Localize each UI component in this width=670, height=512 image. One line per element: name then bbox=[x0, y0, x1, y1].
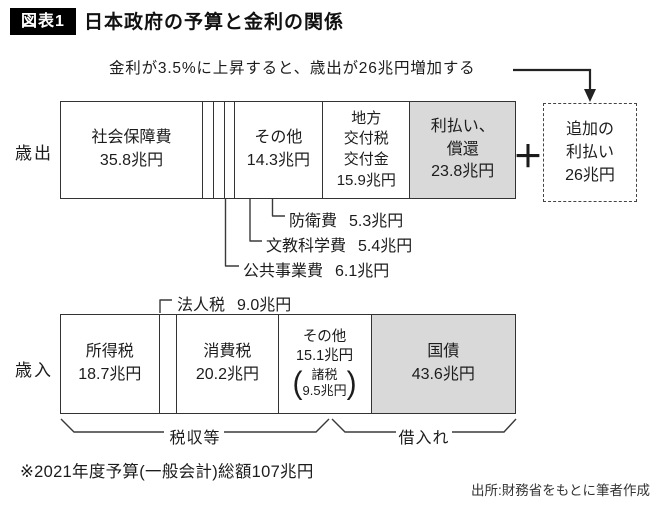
figure-title: 日本政府の予算と金利の関係 bbox=[84, 12, 345, 33]
right-paren: ) bbox=[346, 366, 357, 401]
segment-local-allocation-tax: 地方 交付税 交付金 15.9兆円 bbox=[323, 102, 411, 198]
callout-defense: 防衛費 5.3兆円 bbox=[289, 207, 403, 231]
sub-tax-note: ( 諸税 9.5兆円 ) bbox=[293, 367, 357, 401]
brace-label-borrowing: 借入れ bbox=[398, 430, 450, 447]
segment-value: 14.3兆円 bbox=[246, 152, 310, 169]
figure-tag: 図表1 bbox=[10, 8, 76, 35]
callout-value: 9.0兆円 bbox=[237, 297, 292, 314]
segment-public-works bbox=[203, 102, 215, 198]
additional-interest-box: 追加の 利払い 26兆円 bbox=[543, 103, 637, 202]
segment-others-expenditure: その他 14.3兆円 bbox=[235, 102, 324, 198]
segment-value: 43.6兆円 bbox=[411, 366, 475, 383]
annotation-arrow bbox=[513, 68, 592, 91]
segment-label: その他 bbox=[302, 328, 347, 345]
segment-interest-redemption: 利払い、 償還 23.8兆円 bbox=[410, 102, 515, 198]
segment-label: 利払い、 bbox=[430, 117, 495, 135]
segment-label: 社会保障費 bbox=[91, 129, 172, 147]
segment-government-bonds: 国債 43.6兆円 bbox=[371, 315, 516, 413]
expenditure-row-label: 歳出 bbox=[15, 144, 53, 163]
segment-label: その他 bbox=[254, 129, 303, 147]
callout-value: 5.3兆円 bbox=[349, 213, 404, 230]
callout-corporate-tax: 法人税 9.0兆円 bbox=[177, 291, 291, 315]
callout-value: 6.1兆円 bbox=[335, 263, 390, 280]
segment-value: 18.7兆円 bbox=[78, 366, 142, 383]
source-credit: 出所:財務省をもとに筆者作成 bbox=[471, 483, 650, 498]
callout-public-works: 公共事業費 6.1兆円 bbox=[243, 257, 389, 281]
plus-sign: ＋ bbox=[513, 141, 543, 174]
segment-label: 所得税 bbox=[85, 343, 134, 361]
revenue-row-label: 歳入 bbox=[15, 361, 53, 380]
budget-total-footnote: ※2021年度予算(一般会計)総額107兆円 bbox=[20, 463, 314, 481]
left-paren: ( bbox=[292, 366, 303, 401]
segment-value: 20.2兆円 bbox=[195, 366, 259, 383]
callout-label: 法人税 bbox=[177, 297, 226, 314]
segment-defense bbox=[225, 102, 235, 198]
segment-consumption-tax: 消費税 20.2兆円 bbox=[177, 315, 279, 413]
segment-label: 国債 bbox=[427, 343, 460, 361]
segment-value: 15.9兆円 bbox=[336, 171, 396, 189]
segment-label: 償還 bbox=[446, 140, 479, 158]
segment-income-tax: 所得税 18.7兆円 bbox=[61, 315, 160, 413]
education-connector bbox=[249, 199, 262, 242]
callout-label: 防衛費 bbox=[289, 213, 338, 230]
callout-education-science: 文教科学費 5.4兆円 bbox=[266, 232, 412, 256]
box-label: 利払い bbox=[565, 143, 614, 161]
expenditure-bar: 社会保障費 35.8兆円 その他 14.3兆円 地方 交付税 交付金 15.9兆… bbox=[60, 101, 516, 199]
callout-label: 公共事業費 bbox=[243, 263, 324, 280]
public-works-connector bbox=[224, 199, 239, 267]
segment-others-revenue: その他 15.1兆円 ( 諸税 9.5兆円 ) bbox=[279, 315, 372, 413]
arrowhead-icon bbox=[584, 89, 596, 102]
segment-label: 消費税 bbox=[203, 343, 252, 361]
sub-tax-value: 9.5兆円 bbox=[302, 383, 347, 399]
box-label: 追加の bbox=[565, 120, 614, 138]
sub-tax-label: 諸税 bbox=[311, 366, 338, 382]
interest-rate-annotation: 金利が3.5%に上昇すると、歳出が26兆円増加する bbox=[109, 60, 476, 77]
segment-corporate-tax bbox=[160, 315, 178, 413]
segment-social-security: 社会保障費 35.8兆円 bbox=[61, 102, 203, 198]
defense-connector bbox=[271, 199, 285, 217]
callout-value: 5.4兆円 bbox=[358, 238, 413, 255]
corporate-tax-connector bbox=[159, 299, 172, 313]
segment-value: 35.8兆円 bbox=[99, 152, 164, 169]
box-value: 26兆円 bbox=[565, 167, 615, 185]
callout-label: 文教科学費 bbox=[266, 238, 347, 255]
revenue-bar: 所得税 18.7兆円 消費税 20.2兆円 その他 15.1兆円 ( 諸税 9.… bbox=[60, 314, 516, 414]
brace-label-tax-revenue: 税収等 bbox=[169, 430, 221, 447]
segment-value: 15.1兆円 bbox=[295, 348, 354, 365]
segment-label: 交付金 bbox=[343, 151, 389, 168]
segment-education-science bbox=[214, 102, 225, 198]
segment-label: 交付税 bbox=[343, 130, 389, 148]
segment-label: 地方 bbox=[351, 109, 382, 127]
segment-value: 23.8兆円 bbox=[431, 163, 495, 181]
